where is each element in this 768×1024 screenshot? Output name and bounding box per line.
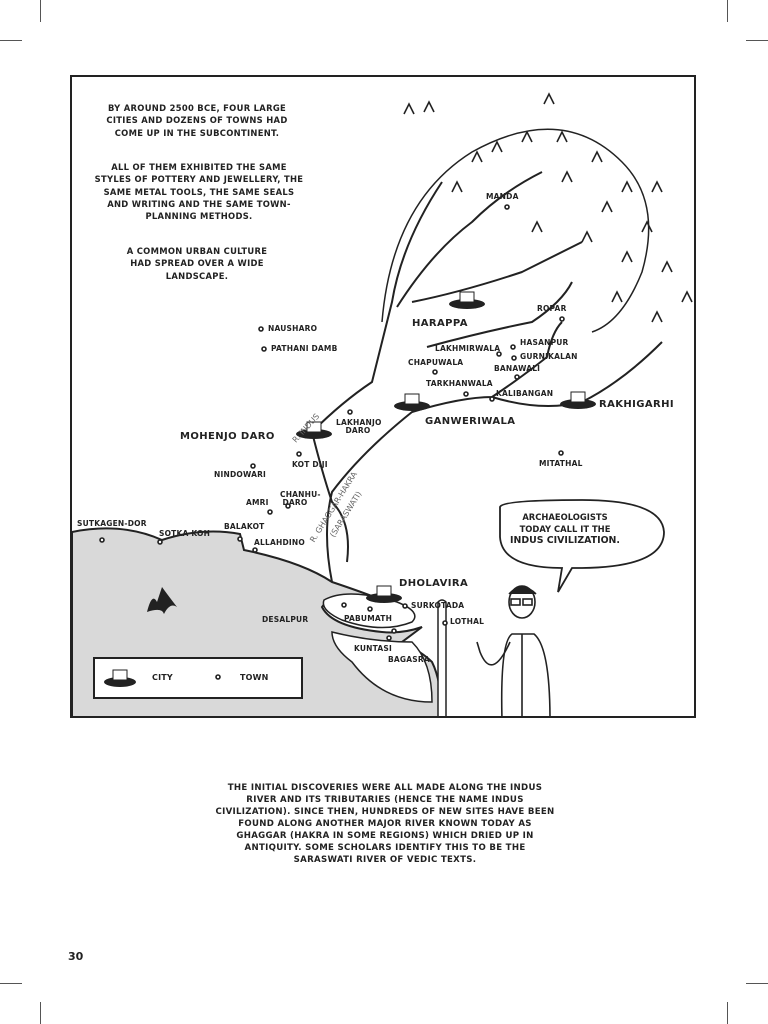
town-label: BANAWALI (494, 364, 541, 373)
town-label: GURNIKALAN (520, 352, 578, 361)
town-label: BALAKOT (224, 522, 265, 531)
whale-tail-illustration (147, 587, 177, 614)
town-label: NAUSHARO (268, 324, 318, 333)
town-label: DESALPUR (262, 615, 309, 624)
legend-town-label: TOWN (240, 673, 269, 682)
indus-tributary (396, 171, 543, 308)
city-label-dholavira: DHOLAVIRA (399, 578, 469, 589)
speech-bubble-text: ARCHAEOLOGISTS TODAY CALL IT THE (519, 512, 611, 534)
narration-text: A COMMON URBAN CULTURE HAD SPREAD OVER A… (126, 246, 268, 281)
narrator-character (476, 585, 551, 716)
town-label: SUTKAGEN-DOR (77, 519, 147, 528)
city-label-mohenjo-daro: MOHENJO DARO (180, 431, 275, 442)
town-label: LAKHMIRWALA (435, 344, 501, 353)
city-icon (560, 399, 596, 409)
page-number: 30 (68, 950, 84, 963)
indus-river (310, 181, 443, 563)
town-label: MANDA (486, 192, 519, 201)
city-icon (296, 429, 332, 439)
crop-mark (746, 983, 768, 984)
town-label: AMRI (246, 498, 269, 507)
town-dots (99, 204, 565, 641)
town-label: ALLAHDINO (254, 538, 305, 547)
crop-mark (40, 1002, 41, 1024)
city-icon (449, 299, 485, 309)
town-label: LOTHAL (450, 617, 485, 626)
mountain-peaks (403, 92, 693, 323)
town-label: KALIBANGAN (496, 389, 554, 398)
caption-text: THE INITIAL DISCOVERIES WERE ALL MADE AL… (215, 783, 555, 865)
kathiawar-peninsula (331, 631, 433, 703)
town-label: SURKOTADA (411, 601, 465, 610)
indus-tributary (411, 241, 583, 303)
map-panel: BY AROUND 2500 BCE, FOUR LARGE CITIES AN… (70, 75, 696, 718)
city-label-ganweriwala: GANWERIWALA (425, 416, 516, 427)
crop-mark (40, 0, 41, 22)
town-label: LAKHANJO DARO (336, 418, 382, 435)
town-label: BAGASRA (388, 655, 430, 664)
indus-tributary (426, 281, 573, 348)
town-label: CHAPUWALA (408, 358, 464, 367)
legend-city-label: CITY (152, 673, 173, 682)
city-label-rakhigarhi: RAKHIGARHI (599, 399, 675, 410)
speech-bubble-emphasis: INDUS CIVILIZATION. (510, 535, 620, 546)
gulf-of-khambhat (437, 599, 447, 716)
town-label: PABUMATH (344, 614, 393, 623)
town-label: SOTKA KOH (159, 529, 211, 538)
crop-mark (746, 40, 768, 41)
city-icon (366, 593, 402, 603)
town-label: CHANHU-DARO (280, 490, 321, 507)
crop-mark (727, 1002, 728, 1024)
crop-mark (0, 983, 22, 984)
rivers (310, 171, 663, 583)
speech-bubble (499, 499, 665, 593)
town-label: KUNTASI (354, 644, 392, 653)
town-label: ROPAR (537, 304, 567, 313)
crop-mark (727, 0, 728, 22)
town-label: TARKHANWALA (426, 379, 493, 388)
town-label: NINDOWARI (214, 470, 267, 479)
town-label: PATHANI DAMB (271, 344, 338, 353)
city-label-harappa: HARAPPA (412, 318, 468, 329)
ghaggar-hakra-river (326, 321, 563, 583)
city-icons (296, 291, 596, 603)
crop-mark (0, 40, 22, 41)
narration-text: ALL OF THEM EXHIBITED THE SAME STYLES OF… (94, 162, 304, 222)
narration-text: BY AROUND 2500 BCE, FOUR LARGE CITIES AN… (106, 103, 288, 138)
town-label: KOT DIJI (292, 460, 328, 469)
city-icon (394, 401, 430, 411)
town-label: HASANPUR (520, 338, 569, 347)
town-label: MITATHAL (539, 459, 583, 468)
mountain-outline (381, 128, 650, 333)
map-drawing (72, 92, 693, 716)
